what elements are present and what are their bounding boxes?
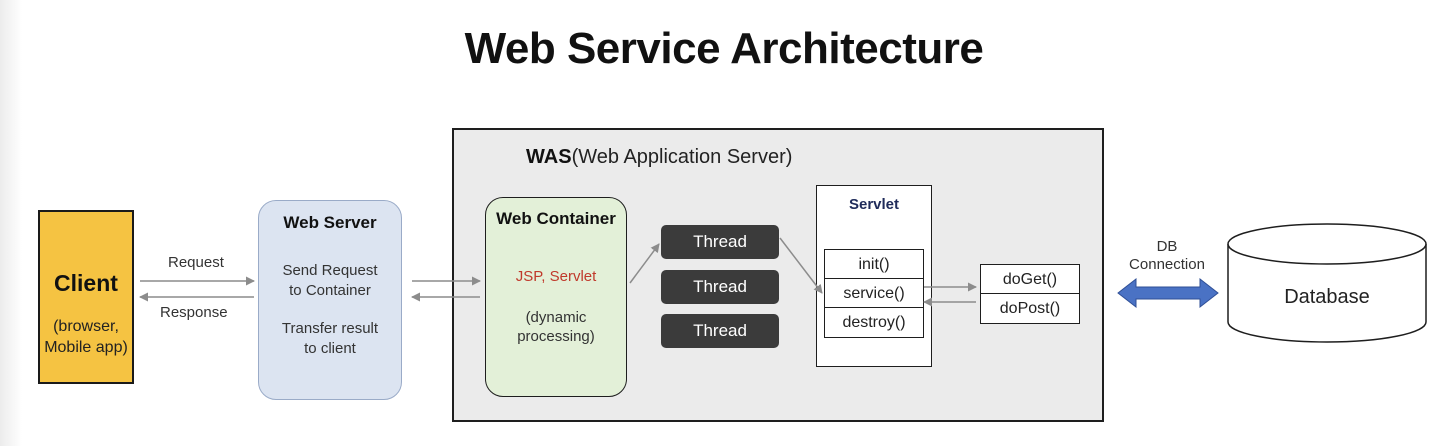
client-name: Client bbox=[54, 270, 118, 296]
client-sub-line2: Mobile app) bbox=[44, 339, 128, 356]
web-server-line1: Send Request bbox=[282, 262, 378, 279]
db-connection-line1: DB bbox=[1156, 238, 1178, 255]
thread-2: Thread bbox=[661, 270, 779, 304]
was-label-rest: (Web Application Server) bbox=[571, 146, 793, 168]
web-container-desc-line2: processing) bbox=[517, 328, 595, 345]
request-label: Request bbox=[168, 254, 224, 271]
servlet-title: Servlet bbox=[848, 196, 900, 213]
thread-1: Thread bbox=[661, 225, 779, 259]
thread-to-service-arrow bbox=[779, 237, 823, 294]
web-container-box: Web Container JSP, Servlet (dynamic proc… bbox=[485, 197, 627, 397]
db-connection-arrow bbox=[1117, 277, 1219, 309]
web-container-tech: JSP, Servlet bbox=[515, 268, 597, 285]
web-server-line3: Transfer result bbox=[281, 320, 379, 337]
left-edge-shadow bbox=[0, 0, 22, 446]
servlet-methods: init() service() destroy() bbox=[824, 249, 924, 338]
web-container-desc: (dynamic processing) bbox=[486, 308, 626, 346]
web-server-line2: to Container bbox=[289, 282, 371, 299]
web-server-line4: to client bbox=[304, 340, 356, 357]
client-sub-line1: (browser, bbox=[53, 318, 119, 335]
handler-doget: doGet() bbox=[981, 265, 1079, 294]
web-server-name: Web Server bbox=[283, 213, 377, 232]
database-label: Database bbox=[1284, 286, 1370, 308]
response-label: Response bbox=[160, 304, 228, 321]
handler-dopost: doPost() bbox=[999, 300, 1061, 317]
diagram-title: Web Service Architecture bbox=[464, 24, 984, 73]
method-service: service() bbox=[825, 279, 923, 308]
database-cylinder bbox=[1227, 223, 1427, 343]
handler-methods: doGet() doPost() bbox=[980, 264, 1080, 324]
thread-3: Thread bbox=[661, 314, 779, 348]
client-sub: (browser, Mobile app) bbox=[40, 316, 132, 358]
method-init: init() bbox=[825, 250, 923, 279]
db-connection-line2: Connection bbox=[1129, 256, 1205, 273]
was-label-bold: WAS bbox=[526, 146, 572, 168]
container-to-thread-arrow bbox=[629, 243, 660, 284]
web-server-box: Web Server Send Request to Container Tra… bbox=[258, 200, 402, 400]
was-label: WAS(Web Application Server) bbox=[526, 146, 792, 169]
client-box: Client (browser, Mobile app) bbox=[38, 210, 134, 384]
web-container-name: Web Container bbox=[496, 209, 616, 228]
method-destroy: destroy() bbox=[842, 314, 906, 331]
db-connection-label: DB Connection bbox=[1118, 238, 1216, 274]
web-container-desc-line1: (dynamic bbox=[525, 309, 587, 326]
